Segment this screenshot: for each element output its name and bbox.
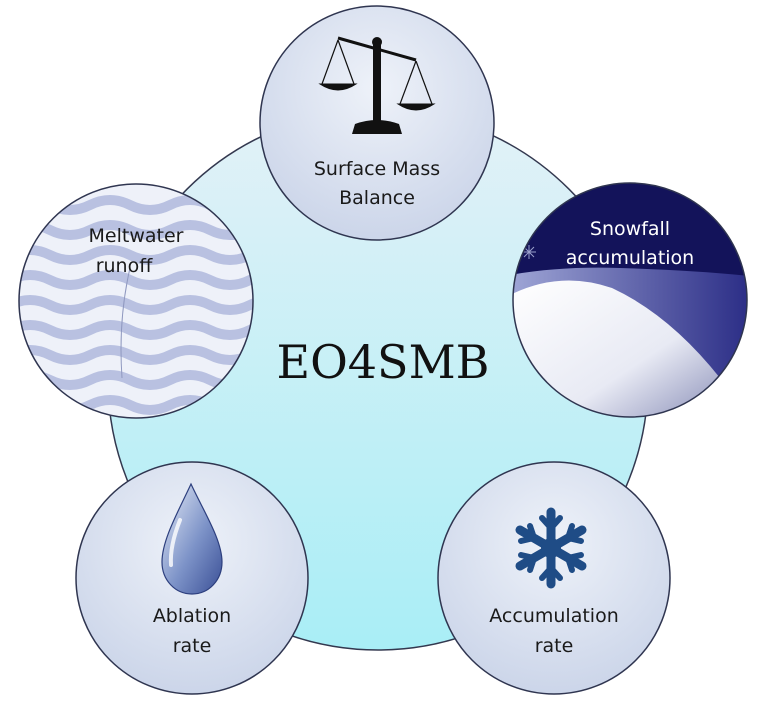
node-label-line-2: rate — [173, 635, 212, 657]
node-circle — [512, 182, 748, 418]
node-surface-mass-balance: Surface Mass Balance — [259, 5, 495, 241]
node-circle — [18, 183, 254, 419]
node-label-line-2: runoff — [96, 255, 154, 277]
node-label-line-1: Snowfall — [590, 218, 670, 240]
node-label-line-2: rate — [535, 635, 574, 657]
snow-slope-icon — [513, 183, 747, 417]
node-label-line-2: Balance — [339, 187, 415, 209]
balance-scale-icon — [318, 36, 436, 134]
node-label-line-1: Surface Mass — [314, 158, 440, 180]
snowflake-icon — [515, 507, 587, 589]
node-accumulation-rate: Accumulation rate — [437, 461, 671, 695]
center-title: EO4SMB — [277, 335, 490, 389]
node-label-line-1: Meltwater — [89, 225, 184, 247]
node-ablation-rate: Ablation rate — [75, 461, 309, 695]
node-label-line-1: Accumulation — [489, 605, 618, 627]
node-label-line-1: Ablation — [153, 605, 231, 627]
node-label-line-2: accumulation — [566, 247, 694, 269]
node-snowfall-accumulation: Snowfall accumulation — [512, 182, 748, 418]
water-drop-icon — [161, 482, 223, 595]
